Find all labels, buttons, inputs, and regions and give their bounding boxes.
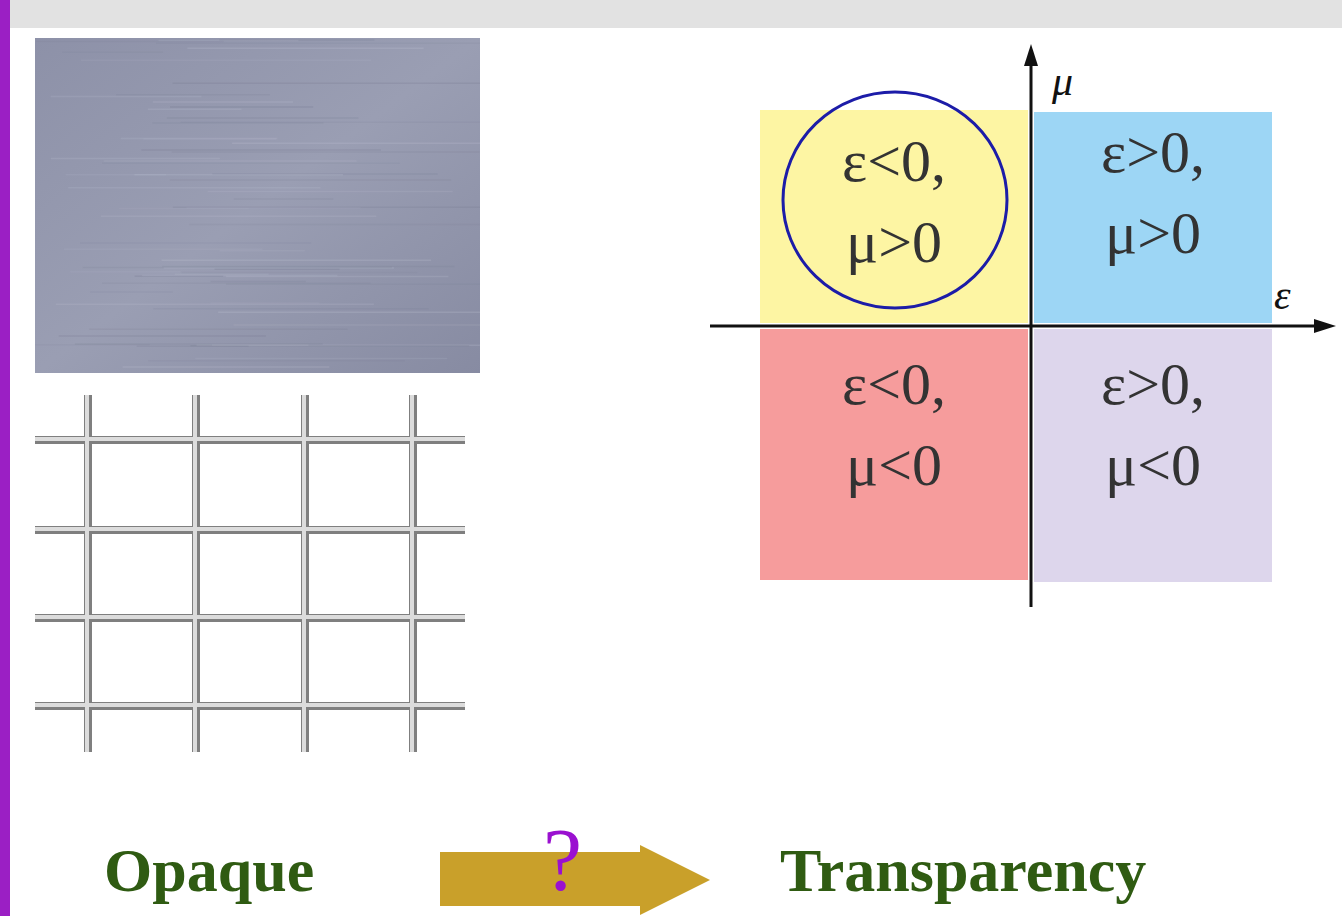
axes — [710, 44, 1336, 607]
sheet-streak — [187, 48, 423, 50]
sheet-streak — [141, 149, 381, 151]
sheet-streak — [189, 224, 480, 226]
sheet-streak — [226, 284, 480, 286]
sheet-streak — [36, 41, 224, 43]
wire-mesh — [35, 395, 465, 752]
sheet-streak — [218, 312, 480, 314]
sheet-streak — [148, 360, 405, 362]
sheet-streak — [156, 42, 480, 44]
quadrant-box: ε>0, μ>0 — [1034, 112, 1272, 323]
sheet-streak — [102, 162, 400, 164]
sheet-streak — [104, 160, 357, 162]
sheet-streak — [101, 216, 377, 218]
sheet-streak — [143, 138, 276, 140]
sheet-streak — [208, 191, 453, 193]
sheet-streak — [123, 366, 330, 368]
sheet-streak — [121, 138, 278, 140]
sheet-streak — [134, 174, 343, 176]
quadrant-box: ε>0, μ<0 — [1034, 329, 1272, 582]
sheet-streak — [195, 358, 447, 360]
state-label: Transparency — [780, 836, 1146, 904]
sheet-streak — [51, 96, 202, 98]
sheet-streak — [234, 324, 480, 326]
sheet-streak — [167, 117, 359, 119]
highlight-circle — [783, 92, 1007, 308]
sheet-streak — [170, 179, 451, 181]
axis-label: ε — [1274, 272, 1291, 318]
sheet-streak — [172, 151, 480, 153]
sheet-streak — [70, 271, 180, 273]
epsilon-axis — [710, 325, 1320, 328]
sheet-streak — [234, 198, 334, 200]
quadrant-label: ε>0, μ>0 — [1101, 112, 1205, 274]
sheet-streak — [173, 83, 480, 85]
sheet-streak — [80, 242, 311, 244]
metal-sheet — [35, 38, 480, 373]
quadrant-label: ε<0, μ<0 — [842, 344, 946, 506]
sheet-streak — [51, 158, 220, 160]
side-stripe — [0, 0, 10, 916]
top-band — [0, 0, 1342, 28]
sheet-streak — [56, 304, 374, 306]
sheet-streak — [116, 94, 270, 96]
sheet-streak — [59, 335, 266, 337]
mu-axis — [1030, 60, 1033, 607]
quadrant-box: ε<0, μ<0 — [760, 329, 1028, 580]
sheet-streak — [162, 259, 432, 261]
sheet-streak — [219, 250, 304, 252]
sheet-streak — [64, 249, 263, 251]
sheet-streak — [89, 328, 348, 330]
quadrant-label: ε>0, μ<0 — [1101, 344, 1205, 506]
sheet-streak — [170, 106, 313, 108]
quadrant-box: ε<0, μ>0 — [760, 110, 1028, 323]
sheet-streak — [153, 308, 428, 310]
sheet-streak — [182, 272, 417, 274]
sheet-streak — [148, 108, 242, 110]
question-mark: ? — [543, 812, 582, 909]
sheet-streak — [181, 121, 480, 123]
sheet-streak — [62, 52, 163, 54]
sheet-streak — [68, 187, 320, 189]
sheet-streak — [190, 345, 469, 347]
sheet-streak — [153, 101, 293, 103]
sheet-streaks — [35, 40, 480, 367]
sheet-streak — [232, 142, 480, 144]
sheet-streak — [83, 267, 392, 269]
sheet-streak — [186, 207, 360, 209]
sheet-streak — [211, 281, 306, 283]
sheet-streak — [173, 206, 480, 208]
sheet-streak — [35, 344, 149, 346]
axis-label: μ — [1052, 58, 1073, 104]
axis-arrowhead — [1024, 44, 1038, 66]
sheet-streak — [81, 60, 371, 62]
quadrant-label: ε<0, μ>0 — [842, 121, 946, 283]
sheet-streak — [90, 291, 173, 293]
axis-arrowhead — [1314, 319, 1336, 333]
sheet-streak — [215, 269, 340, 271]
state-label: Opaque — [104, 836, 314, 904]
sheet-streak — [226, 276, 448, 278]
